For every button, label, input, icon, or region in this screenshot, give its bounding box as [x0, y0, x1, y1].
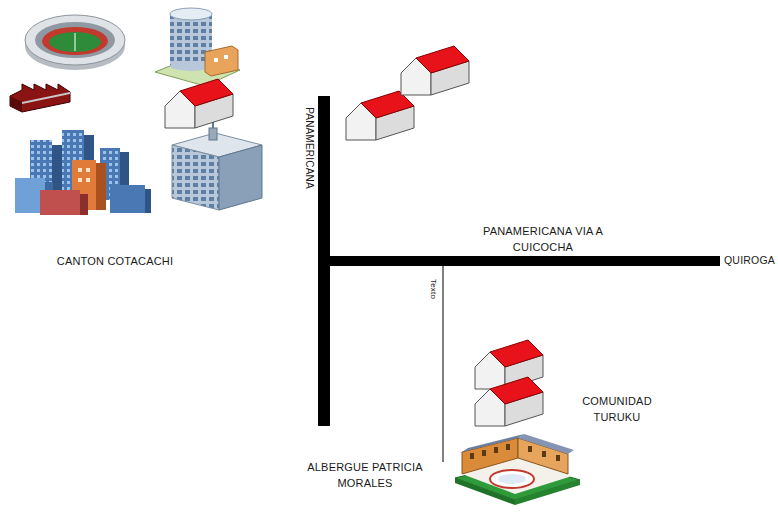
factory-icon: [10, 84, 70, 112]
path-label: Texto: [427, 279, 439, 299]
access-path: [443, 266, 444, 462]
place-label: ALBERGUE PATRICIA MORALES: [283, 460, 448, 492]
hotel-icon: [155, 8, 240, 86]
shelter-icon: [455, 434, 580, 505]
place-label: QUIROGA: [724, 253, 775, 268]
house-icon: [475, 377, 543, 426]
place-label: COMUNIDAD TURUKU: [567, 394, 667, 426]
place-label: CANTON COTACACHI: [57, 254, 173, 270]
office-icon: [172, 118, 262, 210]
road-label: PANAMERICANA: [302, 107, 317, 189]
road-cuicocha: [318, 256, 720, 266]
stadium-icon: [25, 15, 125, 70]
house-icon: [401, 46, 469, 95]
house-icon: [346, 91, 414, 140]
house-icon: [165, 79, 233, 128]
city-icon: [15, 130, 151, 215]
road-label: PANAMERICANA VIA A CUICOCHA: [473, 224, 613, 256]
